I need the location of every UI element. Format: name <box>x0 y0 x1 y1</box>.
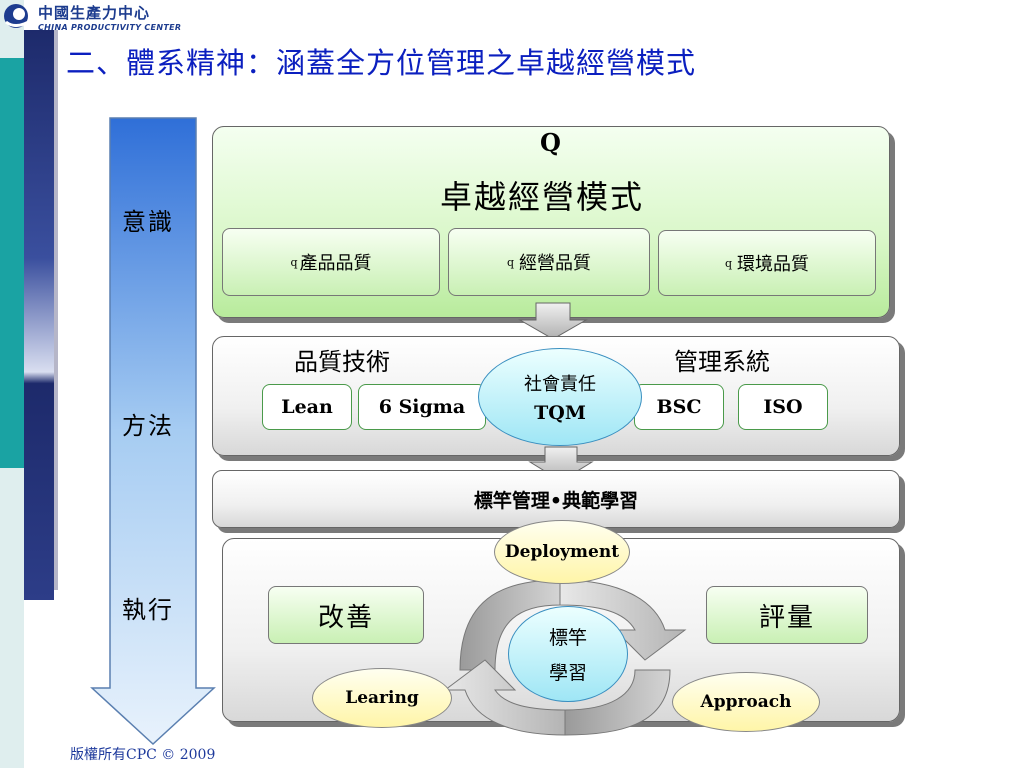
bullet-q-3: q <box>724 256 733 270</box>
approach-oval: Approach <box>672 672 820 732</box>
social-responsibility-label: 社會責任 <box>524 374 596 395</box>
benchmark-learning-oval: 標竿 學習 <box>508 606 628 702</box>
tqm-oval: 社會責任 TQM <box>478 348 642 446</box>
bullet-q-1: q <box>290 255 298 269</box>
iso-box: ISO <box>738 384 828 430</box>
management-system-heading: 管理系統 <box>674 348 770 376</box>
environment-quality-label: 環境品質 <box>737 254 810 275</box>
six-sigma-box: 6 Sigma <box>358 384 486 430</box>
bsc-box: BSC <box>634 384 724 430</box>
q-bullet-label: Q <box>540 128 561 157</box>
tqm-label: TQM <box>534 402 586 424</box>
improvement-box: 改善 <box>268 586 424 644</box>
quality-tech-heading: 品質技術 <box>294 348 390 376</box>
product-quality-box: q 產品品質 <box>222 228 440 296</box>
logo-chinese: 中國生產力中心 <box>38 4 151 22</box>
left-navy-strip <box>24 30 54 600</box>
evaluation-box: 評量 <box>706 586 868 644</box>
side-label-awareness: 意識 <box>122 208 174 236</box>
deployment-oval: Deployment <box>494 520 630 584</box>
logo-english: CHINA PRODUCTIVITY CENTER <box>38 23 182 32</box>
learning-oval: Learing <box>312 668 452 728</box>
side-label-execution: 執行 <box>122 596 174 624</box>
bullet-q-2: q <box>506 255 515 269</box>
cpc-emblem-icon <box>4 4 33 28</box>
benchmark-label: 標竿 <box>548 627 587 649</box>
down-arrow-1 <box>518 302 588 340</box>
product-quality-label: 產品品質 <box>299 253 372 274</box>
logo: 中國生產力中心 CHINA PRODUCTIVITY CENTER <box>38 2 181 32</box>
page-title: 二、體系精神：涵蓋全方位管理之卓越經營模式 <box>66 46 697 80</box>
learning-label: 學習 <box>548 662 587 684</box>
lean-box: Lean <box>262 384 352 430</box>
environment-quality-box: q 環境品質 <box>658 230 876 296</box>
side-label-method: 方法 <box>122 412 174 440</box>
management-quality-box: q 經營品質 <box>448 228 650 296</box>
copyright-footer: 版權所有CPC © 2009 <box>70 747 216 763</box>
benchmark-bar-label: 標竿管理•典範學習 <box>473 489 639 512</box>
left-teal-strip <box>0 58 24 468</box>
side-down-arrow <box>90 117 216 746</box>
left-grey-line <box>54 30 58 590</box>
excellence-model-heading: 卓越經營模式 <box>440 178 645 216</box>
cycle-arrows <box>443 579 687 736</box>
management-quality-label: 經營品質 <box>519 253 592 274</box>
